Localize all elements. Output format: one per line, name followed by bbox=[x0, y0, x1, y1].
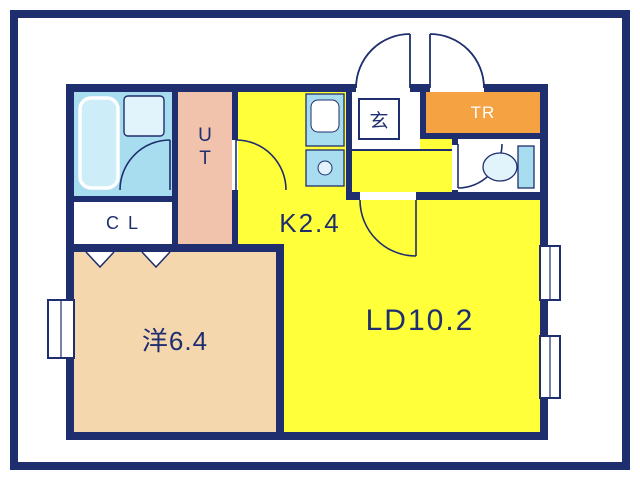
wall-western-ld bbox=[276, 244, 284, 432]
room-label-kitchen: K2.4 bbox=[279, 207, 341, 238]
outer-frame bbox=[10, 10, 630, 470]
wall-hall-ld bbox=[346, 192, 548, 200]
wall-left bbox=[66, 84, 74, 440]
room-toilet bbox=[458, 139, 540, 192]
room-label-western: 洋6.4 bbox=[141, 325, 209, 356]
room-label-genkan: 玄 bbox=[369, 110, 389, 132]
room-label-utility: U T bbox=[198, 125, 212, 169]
room-bathroom bbox=[74, 92, 172, 196]
room-label-closet: C L bbox=[105, 212, 140, 233]
wall-top bbox=[66, 84, 548, 92]
wall-bath-ut bbox=[172, 92, 178, 244]
room-trunk bbox=[426, 92, 540, 133]
wall-hall-toilet bbox=[452, 139, 458, 192]
wall-trunk-toilet bbox=[420, 133, 548, 139]
wall-hall-trunk bbox=[420, 92, 426, 139]
room-utility bbox=[178, 92, 232, 244]
wall-ut-kitchen bbox=[232, 92, 238, 244]
room-western bbox=[74, 252, 276, 432]
wall-kitchen-hall bbox=[346, 92, 352, 192]
wall-bottom bbox=[66, 432, 548, 440]
wall-bath-closet bbox=[66, 196, 178, 202]
room-closet bbox=[74, 202, 172, 244]
room-label-ld: LD10.2 bbox=[365, 304, 475, 337]
wall-closet-western bbox=[66, 244, 284, 252]
genkan-sign: 玄 bbox=[358, 98, 400, 140]
room-label-trunk: TR bbox=[470, 102, 496, 122]
